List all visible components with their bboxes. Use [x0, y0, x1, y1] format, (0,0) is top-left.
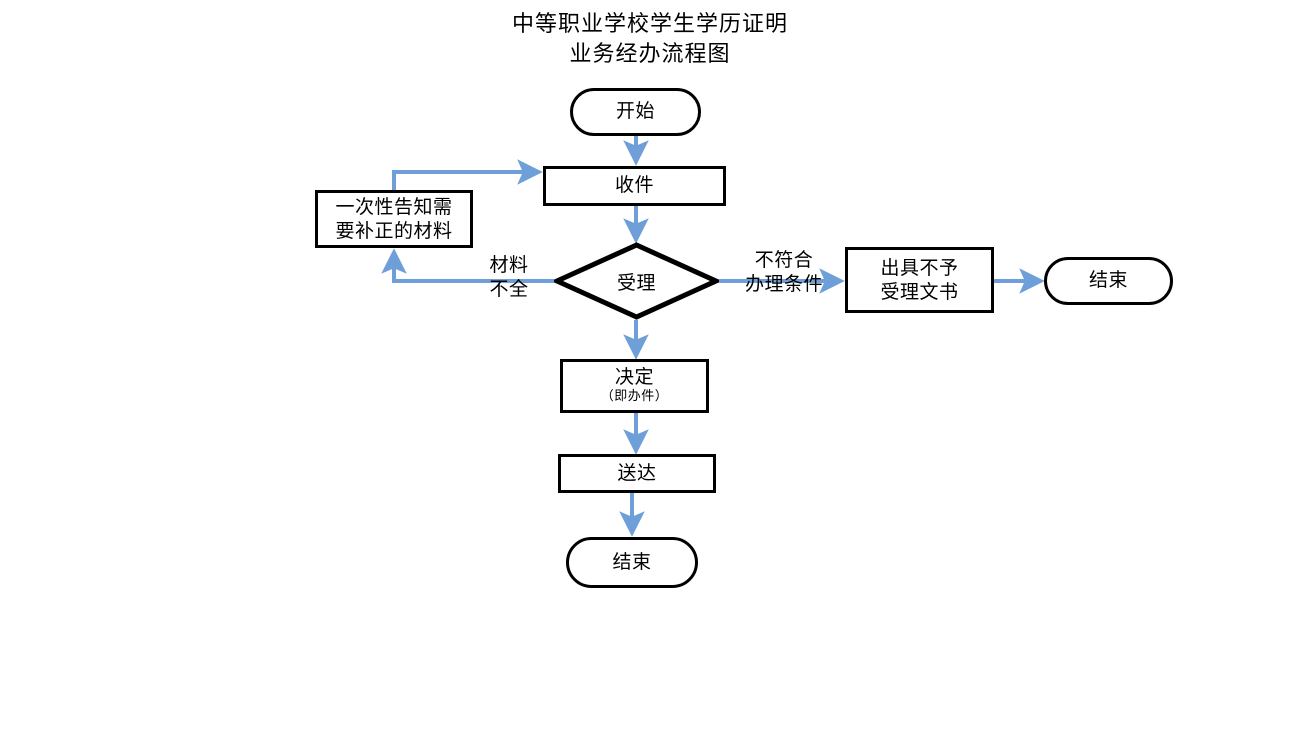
node-decide-label: 决定 — [614, 366, 654, 389]
diamond-shape — [554, 242, 719, 320]
node-end-right[interactable]: 结束 — [1044, 257, 1173, 305]
node-reject-document[interactable]: 出具不予 受理文书 — [845, 247, 994, 313]
node-start-label: 开始 — [615, 100, 655, 123]
node-deliver[interactable]: 送达 — [558, 454, 716, 493]
node-accept-label: 受理 — [616, 271, 656, 294]
node-accept[interactable]: 受理 — [554, 242, 719, 320]
node-start[interactable]: 开始 — [570, 88, 701, 136]
node-decide[interactable]: 决定 （即办件） — [560, 359, 709, 413]
edge-label-conditions-not-met: 不符合 办理条件 — [744, 249, 823, 295]
node-end-bottom-label: 结束 — [612, 550, 652, 573]
node-receive[interactable]: 收件 — [543, 166, 726, 206]
node-decide-sublabel: （即办件） — [600, 389, 669, 405]
edge-label-materials-incomplete: 材料 不全 — [489, 254, 529, 300]
node-deliver-label: 送达 — [617, 461, 657, 484]
node-notify-correction-label: 一次性告知需 要补正的材料 — [335, 195, 453, 242]
arrow-notify-to-receive — [392, 159, 543, 190]
node-reject-document-label: 出具不予 受理文书 — [880, 256, 959, 303]
node-notify-correction[interactable]: 一次性告知需 要补正的材料 — [315, 190, 473, 248]
node-end-right-label: 结束 — [1088, 269, 1128, 292]
node-end-bottom[interactable]: 结束 — [566, 537, 698, 588]
page-title: 中等职业学校学生学历证明 业务经办流程图 — [511, 12, 788, 67]
node-receive-label: 收件 — [614, 174, 654, 197]
